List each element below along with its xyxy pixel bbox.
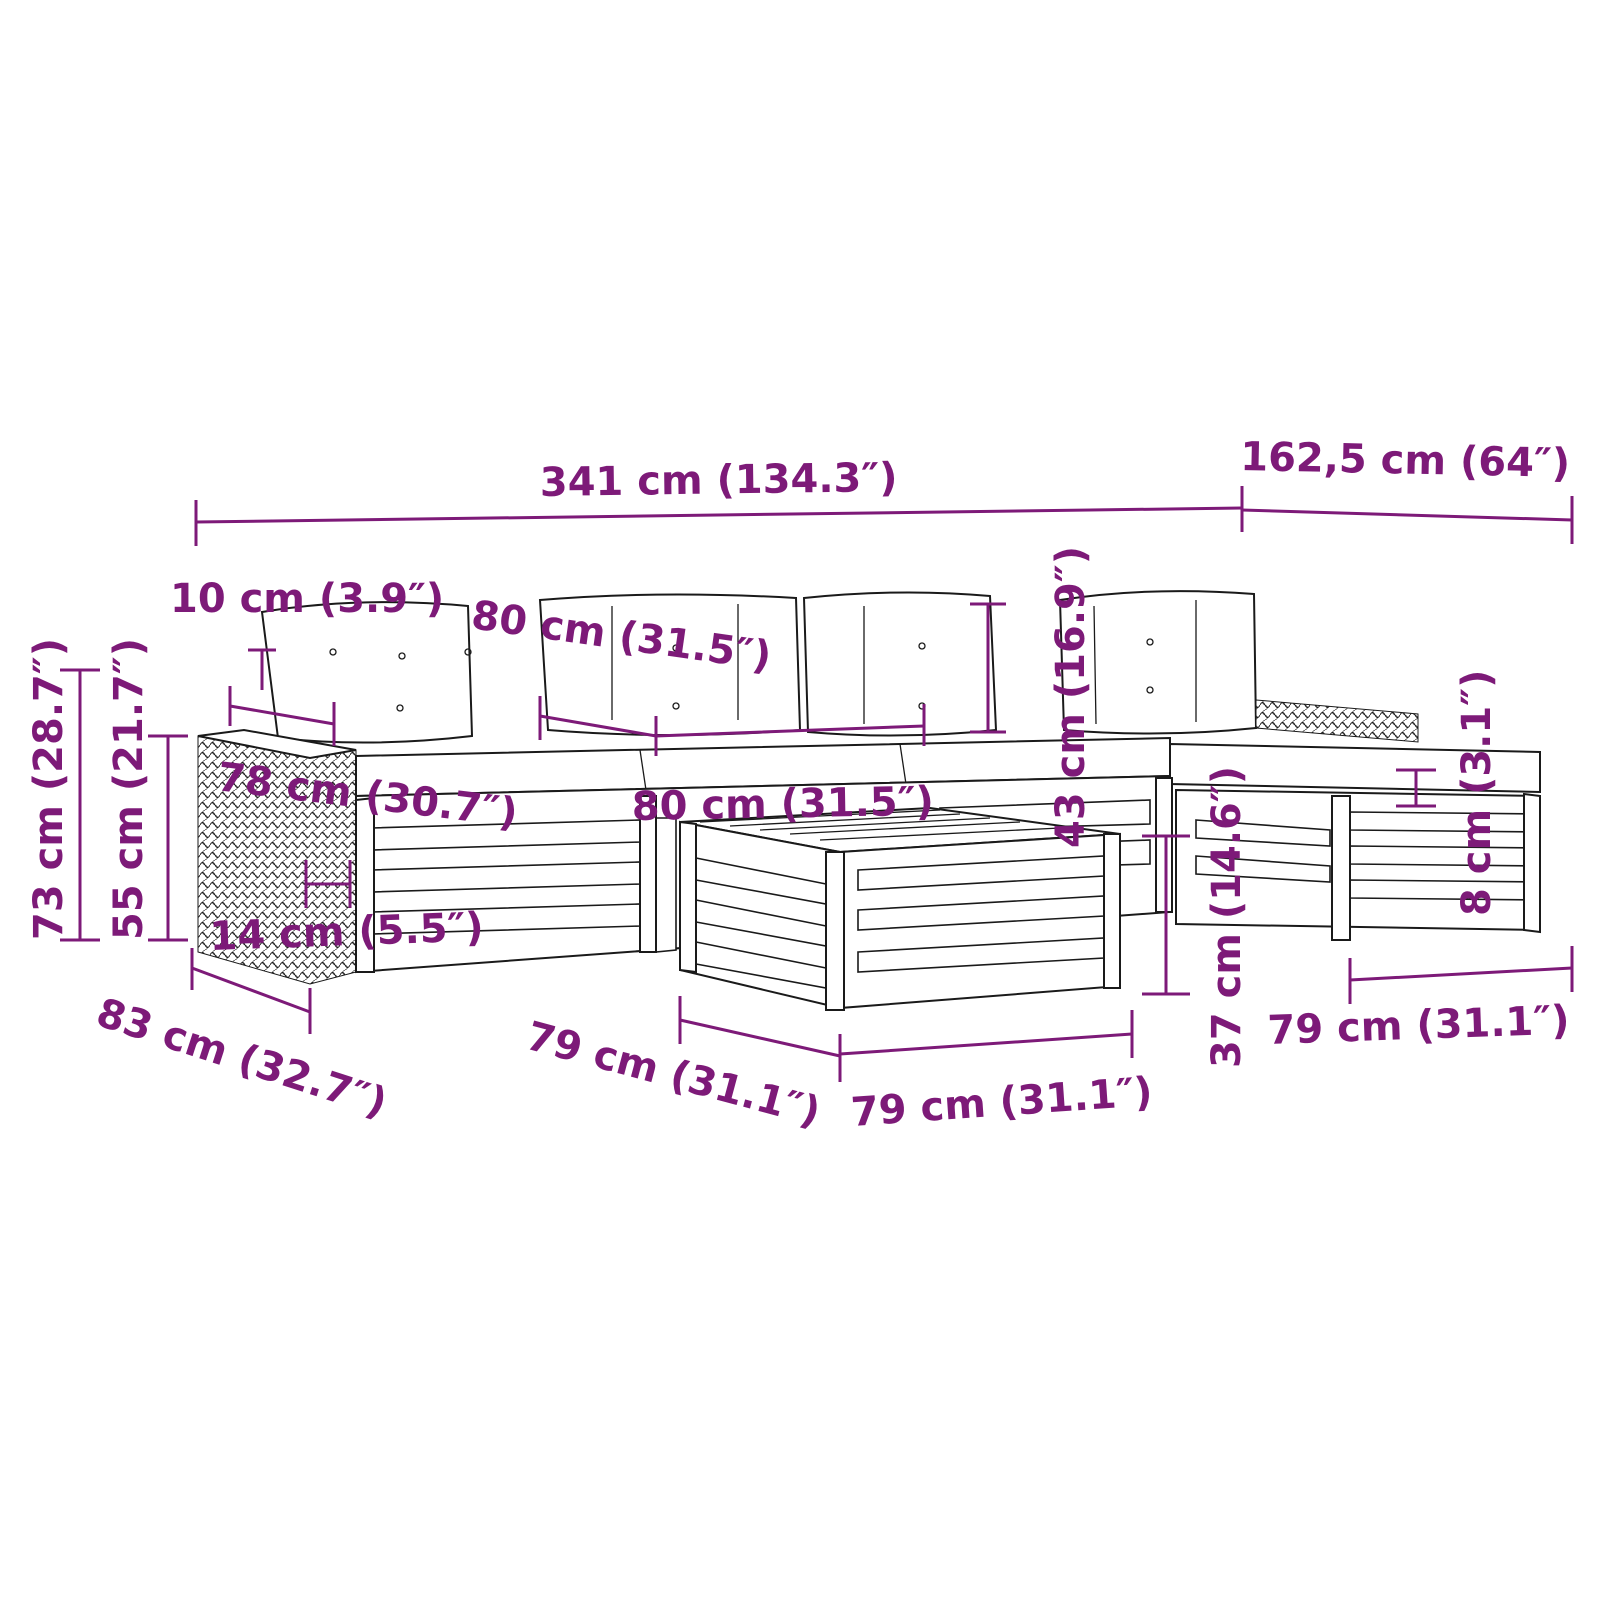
furniture-drawing (197, 590, 1541, 1011)
label-total-height: 73 cm (28.7″) (26, 638, 72, 940)
label-overall-length: 341 cm (134.3″) (539, 455, 897, 506)
label-ottoman-width: 79 cm (31.1″) (1267, 997, 1570, 1054)
label-seat-cushion-thickness: 14 cm (5.5″) (209, 904, 485, 960)
coffee-table (679, 806, 1121, 1011)
label-table-depth: 79 cm (31.1″) (521, 1013, 825, 1136)
seat-cushions (355, 736, 1541, 798)
label-seat-width: 80 cm (31.5″) (631, 779, 934, 830)
label-back-cushion-height: 43 cm (16.9″) (1048, 546, 1094, 848)
label-table-height: 37 cm (14.6″) (1204, 766, 1250, 1068)
label-chaise-length: 162,5 cm (64″) (1240, 434, 1571, 487)
back-cushion-2 (538, 593, 802, 736)
back-cushion-1 (260, 601, 474, 744)
chaise-base (1175, 788, 1541, 941)
back-cushion-3 (802, 591, 998, 737)
right-armrest (1255, 699, 1419, 743)
label-armrest-width: 10 cm (3.9″) (170, 576, 444, 622)
left-armrest (197, 728, 357, 985)
label-ottoman-cushion-thickness: 8 cm (3.1″) (1454, 670, 1500, 916)
label-armrest-height: 55 cm (21.7″) (106, 638, 152, 940)
label-table-width: 79 cm (31.1″) (849, 1069, 1154, 1136)
dimension-lines (60, 486, 1574, 1082)
label-seat-depth: 83 cm (32.7″) (91, 990, 392, 1127)
back-cushion-4 (1058, 590, 1258, 735)
